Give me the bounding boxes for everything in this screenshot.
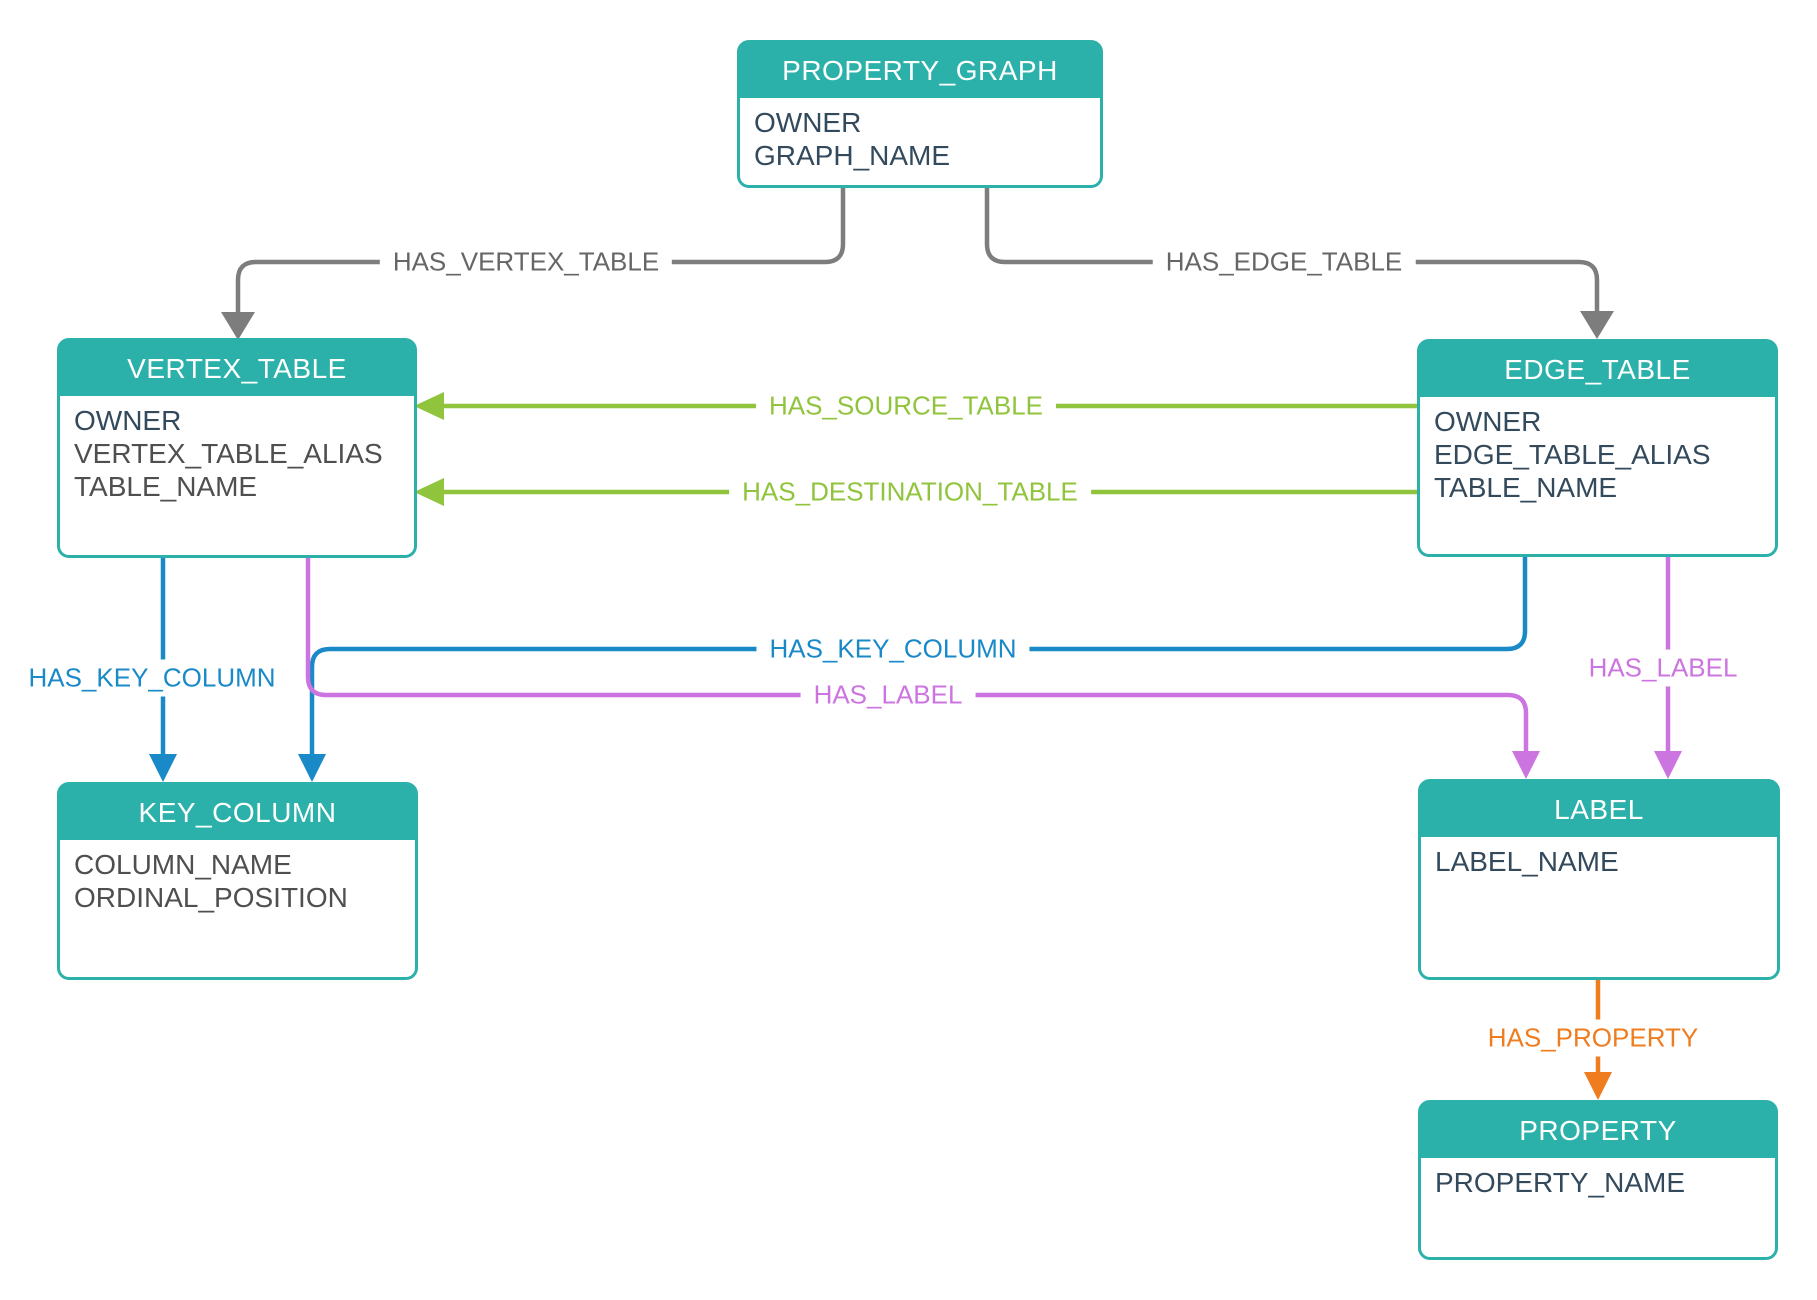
attribute-table-name: TABLE_NAME xyxy=(74,471,258,502)
connector-has-vertex-table-arrowhead xyxy=(221,312,255,340)
connector-has-destination-table-arrowhead xyxy=(414,478,444,506)
relationship-label-has-source-table: HAS_SOURCE_TABLE xyxy=(755,387,1057,425)
attribute-edge-table-alias: EDGE_TABLE_ALIAS xyxy=(1434,439,1711,470)
connector-has-source-table-arrowhead xyxy=(414,392,444,420)
entity-edge-table: EDGE_TABLE OWNER EDGE_TABLE_ALIAS TABLE_… xyxy=(1417,339,1778,557)
entity-property: PROPERTY PROPERTY_NAME xyxy=(1418,1100,1778,1260)
entity-key-column: KEY_COLUMN COLUMN_NAME ORDINAL_POSITION xyxy=(57,782,418,980)
entity-property-attributes: PROPERTY_NAME xyxy=(1421,1158,1775,1199)
entity-edge-table-title: EDGE_TABLE xyxy=(1420,342,1775,397)
relationship-label-has-label-vertex: HAS_LABEL xyxy=(800,676,976,714)
relationship-label-has-property: HAS_PROPERTY xyxy=(1474,1019,1712,1057)
connector-has-property-arrowhead xyxy=(1584,1072,1612,1100)
relationship-label-has-destination-table: HAS_DESTINATION_TABLE xyxy=(729,473,1091,511)
attribute-graph-name: GRAPH_NAME xyxy=(754,140,951,171)
relationship-label-has-key-column-vertex: HAS_KEY_COLUMN xyxy=(15,659,289,697)
connector-has-key-column-edge-arrowhead xyxy=(298,754,326,782)
attribute-owner: OWNER xyxy=(74,405,182,436)
connector-has-label-edge-arrowhead xyxy=(1654,751,1682,779)
entity-label: LABEL LABEL_NAME xyxy=(1418,779,1780,980)
entity-label-attributes: LABEL_NAME xyxy=(1421,837,1777,878)
relationship-label-has-key-column-edge: HAS_KEY_COLUMN xyxy=(756,630,1030,668)
attribute-column-name: COLUMN_NAME xyxy=(74,849,292,880)
entity-property-graph-attributes: OWNER GRAPH_NAME xyxy=(740,98,1100,172)
entity-edge-table-attributes: OWNER EDGE_TABLE_ALIAS TABLE_NAME xyxy=(1420,397,1775,504)
attribute-owner: OWNER xyxy=(754,107,862,138)
attribute-label-name: LABEL_NAME xyxy=(1435,846,1619,877)
entity-key-column-attributes: COLUMN_NAME ORDINAL_POSITION xyxy=(60,840,415,914)
entity-label-title: LABEL xyxy=(1421,782,1777,837)
entity-property-graph: PROPERTY_GRAPH OWNER GRAPH_NAME xyxy=(737,40,1103,188)
connector-has-label-vertex-arrowhead xyxy=(1512,751,1540,779)
entity-property-title: PROPERTY xyxy=(1421,1103,1775,1158)
attribute-property-name: PROPERTY_NAME xyxy=(1435,1167,1685,1198)
entity-key-column-title: KEY_COLUMN xyxy=(60,785,415,840)
entity-vertex-table-attributes: OWNER VERTEX_TABLE_ALIAS TABLE_NAME xyxy=(60,396,414,503)
attribute-table-name: TABLE_NAME xyxy=(1434,472,1618,503)
attribute-vertex-table-alias: VERTEX_TABLE_ALIAS xyxy=(74,438,383,469)
relationship-label-has-edge-table: HAS_EDGE_TABLE xyxy=(1152,243,1416,281)
relationship-label-has-label-edge: HAS_LABEL xyxy=(1575,649,1751,687)
attribute-owner: OWNER xyxy=(1434,406,1542,437)
relationship-label-has-vertex-table: HAS_VERTEX_TABLE xyxy=(379,243,673,281)
attribute-ordinal-position: ORDINAL_POSITION xyxy=(74,882,348,913)
entity-vertex-table: VERTEX_TABLE OWNER VERTEX_TABLE_ALIAS TA… xyxy=(57,338,417,558)
connector-has-key-column-vertex-arrowhead xyxy=(149,754,177,782)
entity-vertex-table-title: VERTEX_TABLE xyxy=(60,341,414,396)
entity-property-graph-title: PROPERTY_GRAPH xyxy=(740,43,1100,98)
connector-has-edge-table-arrowhead xyxy=(1580,311,1614,339)
